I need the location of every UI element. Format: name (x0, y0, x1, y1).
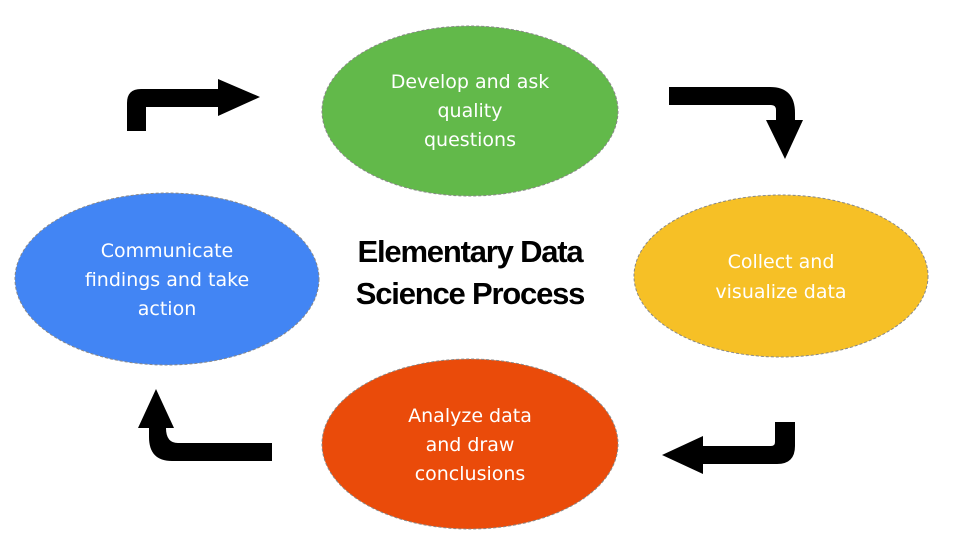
node-communicate-act-line-1: Communicate (101, 240, 234, 262)
node-develop-questions-shape (321, 25, 619, 197)
node-analyze-conclude-line-3: conclusions (415, 463, 526, 485)
bent-arrow-down-left-icon (662, 422, 795, 474)
title-line-1: Elementary Data (358, 234, 585, 269)
node-collect-visualize-line-1: Collect and (728, 251, 835, 273)
node-develop-questions-line-3: questions (424, 129, 516, 151)
node-communicate-act-shape (14, 192, 320, 366)
node-develop-questions-line-2: quality (438, 100, 503, 122)
node-communicate-act-line-2: findings and take (85, 269, 249, 291)
node-analyze-conclude: Analyze data and draw conclusions (321, 358, 619, 530)
bent-arrow-up-right-icon (127, 79, 260, 131)
node-communicate-act-line-3: action (138, 298, 196, 320)
node-communicate-act: Communicate findings and take action (14, 192, 320, 366)
node-collect-visualize-line-2: visualize data (715, 281, 846, 303)
node-develop-questions: Develop and ask quality questions (321, 25, 619, 197)
title-line-2: Science Process (356, 276, 584, 311)
bent-arrow-left-up-icon (138, 389, 272, 461)
node-analyze-conclude-line-2: and draw (426, 434, 515, 456)
node-collect-visualize: Collect and visualize data (633, 194, 929, 358)
node-analyze-conclude-shape (321, 358, 619, 530)
node-develop-questions-line-1: Develop and ask (391, 71, 550, 93)
node-analyze-conclude-line-1: Analyze data (408, 405, 532, 427)
node-collect-visualize-shape (633, 194, 929, 358)
diagram-title: Elementary Data Science Process (356, 234, 586, 311)
bent-arrow-right-down-icon (669, 87, 803, 159)
